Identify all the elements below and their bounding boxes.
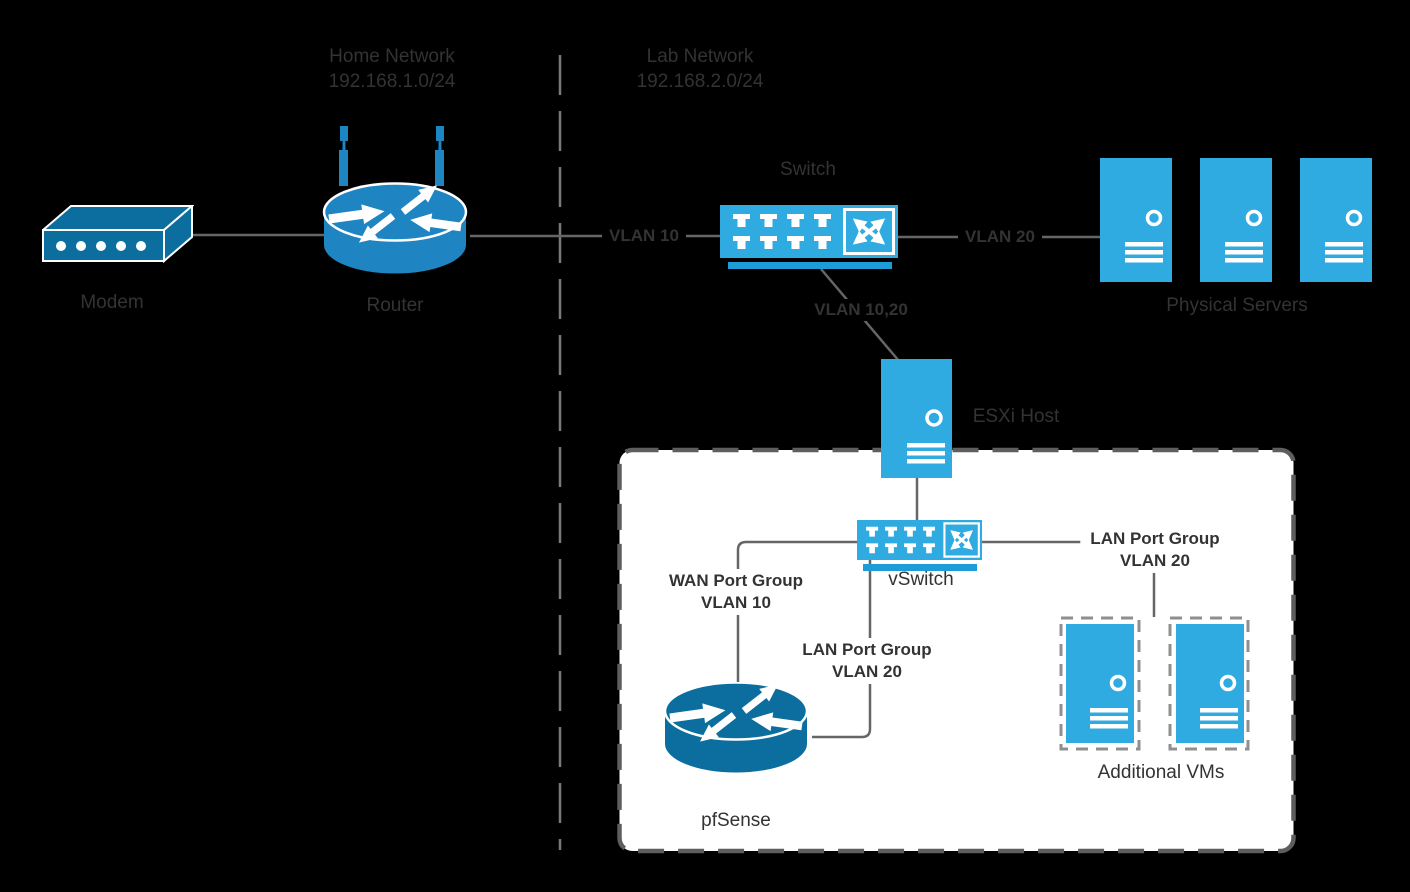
vswitch-label: vSwitch xyxy=(888,569,954,590)
link-vswitch-pfsense-wan xyxy=(736,540,857,684)
server-icon xyxy=(1300,158,1372,282)
esxi-host-icon xyxy=(881,359,952,478)
lab-network-name: Lab Network xyxy=(646,46,754,67)
link-vswitch-pfsense-lan xyxy=(812,558,872,739)
lab-network-title: Lab Network 192.168.2.0/24 xyxy=(637,44,764,94)
wan-port-group-line1: WAN Port Group xyxy=(668,571,804,590)
vm-slot-2 xyxy=(1168,616,1250,751)
home-network-title: Home Network 192.168.1.0/24 xyxy=(329,44,456,94)
modem-icon xyxy=(42,205,194,263)
modem-label: Modem xyxy=(80,292,144,313)
lan-port-group-vms-line1: LAN Port Group xyxy=(1090,529,1220,548)
router-label: Router xyxy=(366,295,424,316)
physical-servers-label: Physical Servers xyxy=(1166,295,1308,316)
lan-port-group-pfsense-line1: LAN Port Group xyxy=(802,640,932,659)
vswitch-icon xyxy=(857,520,982,560)
switch-label: Switch xyxy=(780,159,836,180)
lan-port-group-vms-line2: VLAN 20 xyxy=(1120,551,1190,570)
pfsense-icon xyxy=(662,682,810,795)
switch-underline-bar xyxy=(728,262,892,269)
vm-slot-1 xyxy=(1059,616,1141,751)
lan-port-group-pfsense-label: LAN Port Group VLAN 20 xyxy=(792,638,942,684)
lab-network-subnet: 192.168.2.0/24 xyxy=(636,71,764,92)
switch-icon xyxy=(720,205,898,258)
server-icon xyxy=(1200,158,1272,282)
vlan-10-20-label: VLAN 10,20 xyxy=(807,299,915,321)
vm-icon xyxy=(1176,624,1244,743)
vswitch-underline-bar xyxy=(863,564,977,571)
wan-port-group-label: WAN Port Group VLAN 10 xyxy=(658,569,814,615)
vm-icon xyxy=(1066,624,1134,743)
wan-port-group-line2: VLAN 10 xyxy=(701,593,771,612)
lan-port-group-vms-label: LAN Port Group VLAN 20 xyxy=(1080,527,1230,573)
home-network-subnet: 192.168.1.0/24 xyxy=(328,71,456,92)
pfsense-label: pfSense xyxy=(701,810,771,831)
server-icon xyxy=(1100,158,1172,282)
vlan-10-label: VLAN 10 xyxy=(602,225,686,247)
additional-vms-label: Additional VMs xyxy=(1097,762,1225,783)
vlan-20-label: VLAN 20 xyxy=(958,226,1042,248)
router-icon xyxy=(321,124,469,276)
lan-port-group-pfsense-line2: VLAN 20 xyxy=(832,662,902,681)
home-network-name: Home Network xyxy=(329,46,455,67)
esxi-host-label: ESXi Host xyxy=(972,406,1060,427)
